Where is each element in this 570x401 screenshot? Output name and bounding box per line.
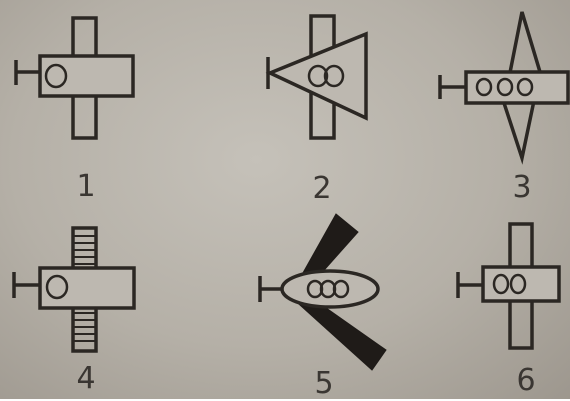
figure-label-4: 4 (66, 364, 106, 394)
airplane-figure-2 (268, 16, 366, 138)
figure-2-triangle-body (270, 34, 366, 118)
figure-4-fuselage (40, 268, 134, 308)
figure-1-fuselage (40, 56, 133, 96)
airplane-figure-6 (458, 224, 559, 348)
airplane-figure-4 (14, 228, 134, 351)
figure-label-1: 1 (66, 172, 106, 202)
figure-5-fuselage (282, 271, 378, 307)
airplane-figure-3 (440, 12, 568, 158)
airplane-figure-5 (260, 214, 386, 370)
airplane-figure-1 (16, 18, 133, 138)
figure-label-3: 3 (502, 173, 542, 203)
figure-label-2: 2 (302, 174, 342, 204)
figure-label-5: 5 (304, 369, 344, 399)
figure-label-6: 6 (506, 366, 546, 396)
